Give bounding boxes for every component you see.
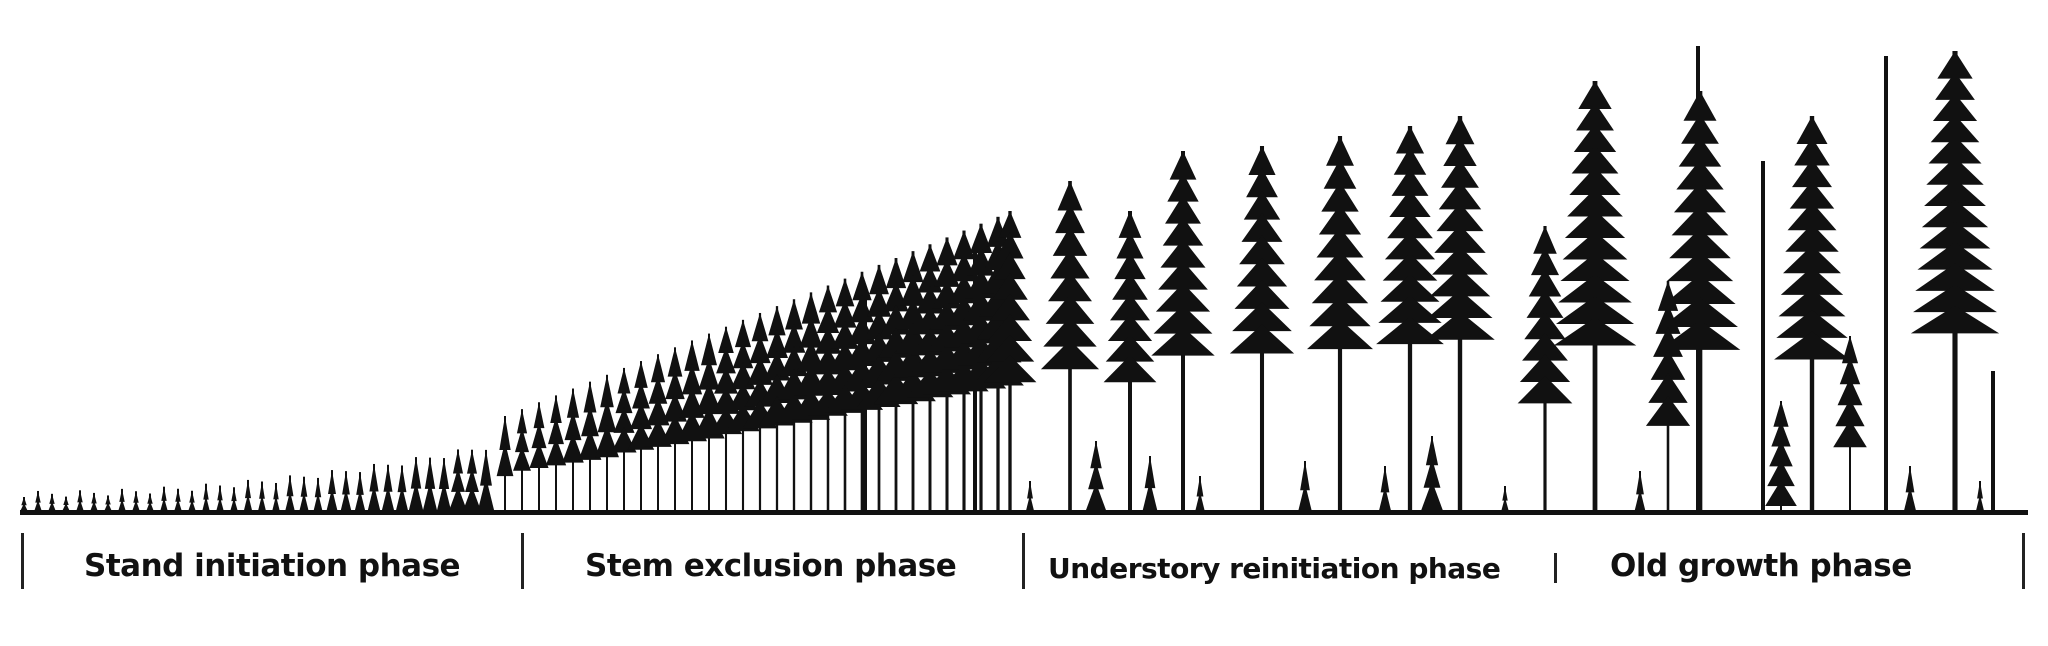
seedling bbox=[174, 488, 182, 512]
snag bbox=[1991, 371, 1995, 511]
phase-divider bbox=[521, 533, 524, 589]
seedling bbox=[367, 463, 381, 513]
snag bbox=[1408, 201, 1412, 511]
tree-group bbox=[20, 46, 2000, 514]
understory-tree bbox=[1025, 481, 1035, 513]
phase-label-understory-reinitiation: Understory reinitiation phase bbox=[1048, 552, 1501, 585]
phase-label-stem-exclusion: Stem exclusion phase bbox=[585, 548, 957, 584]
seedling bbox=[284, 475, 296, 513]
seedling bbox=[395, 465, 409, 513]
tree bbox=[513, 409, 531, 511]
understory-tree bbox=[1378, 466, 1392, 513]
understory-tree bbox=[1765, 401, 1797, 511]
understory-tree bbox=[1903, 466, 1917, 513]
snag bbox=[863, 291, 867, 511]
understory-tree bbox=[1975, 481, 1985, 513]
seedling bbox=[354, 472, 366, 513]
understory-tree bbox=[1194, 476, 1206, 513]
seedling bbox=[76, 490, 84, 512]
phase-divider bbox=[1554, 553, 1557, 583]
seedling bbox=[313, 477, 323, 513]
seedling bbox=[202, 483, 210, 512]
seedling bbox=[118, 488, 126, 512]
seedling bbox=[436, 458, 452, 513]
seedling bbox=[104, 495, 112, 512]
seedling bbox=[381, 464, 395, 513]
seedling bbox=[408, 457, 424, 513]
old-growth-tree bbox=[1833, 336, 1867, 511]
understory-tree bbox=[1297, 461, 1313, 513]
seedling bbox=[243, 479, 253, 513]
tree bbox=[595, 374, 619, 511]
phase-label-old-growth: Old growth phase bbox=[1610, 548, 1912, 584]
phase-label-stand-initiation: Stand initiation phase bbox=[84, 548, 461, 584]
tree bbox=[529, 402, 549, 511]
seedling bbox=[20, 497, 28, 512]
seedling bbox=[62, 496, 70, 512]
tall-tree bbox=[1040, 181, 1100, 511]
seedling bbox=[160, 486, 168, 512]
seedling bbox=[216, 485, 224, 512]
snag bbox=[1696, 46, 1700, 511]
tree bbox=[644, 354, 672, 511]
seedling bbox=[132, 491, 140, 512]
seedling bbox=[271, 482, 281, 512]
tree bbox=[496, 416, 514, 511]
tree bbox=[611, 367, 637, 511]
tree bbox=[545, 395, 567, 511]
seedling bbox=[477, 449, 495, 514]
phase-divider bbox=[1022, 533, 1025, 589]
old-growth-tree bbox=[1774, 116, 1850, 511]
old-growth-tree bbox=[1645, 281, 1691, 511]
ground-line bbox=[20, 510, 2028, 515]
understory-tree bbox=[1501, 486, 1509, 512]
snag bbox=[1884, 56, 1888, 511]
old-growth-tree bbox=[1910, 51, 2000, 511]
seedling bbox=[146, 493, 154, 512]
phase-divider bbox=[2022, 533, 2025, 589]
tall-tree bbox=[1151, 151, 1215, 511]
understory-tree bbox=[1142, 456, 1158, 513]
seedling bbox=[188, 490, 196, 512]
tall-tree bbox=[983, 211, 1037, 511]
snag bbox=[1761, 161, 1765, 511]
seedling bbox=[90, 492, 98, 512]
old-growth-tree bbox=[1553, 81, 1637, 511]
tree bbox=[578, 381, 602, 511]
tall-tree bbox=[1307, 136, 1373, 511]
seedling bbox=[422, 457, 438, 513]
tall-tree bbox=[1425, 116, 1495, 511]
seedling bbox=[340, 471, 352, 513]
seedling bbox=[326, 470, 338, 513]
phase-divider bbox=[21, 533, 24, 589]
seedling bbox=[257, 481, 267, 513]
understory-tree bbox=[1634, 471, 1646, 513]
tree bbox=[562, 388, 584, 511]
tall-tree bbox=[1229, 146, 1295, 511]
seedling bbox=[299, 476, 309, 513]
understory-tree bbox=[1085, 441, 1107, 511]
old-growth-tree bbox=[1517, 226, 1573, 511]
understory-tree bbox=[1421, 436, 1443, 511]
snag bbox=[973, 246, 977, 511]
seedling bbox=[463, 449, 481, 511]
seedling bbox=[230, 487, 238, 512]
seedling bbox=[34, 490, 42, 512]
seedling bbox=[449, 449, 467, 511]
seedling bbox=[48, 493, 56, 512]
snag bbox=[1128, 211, 1132, 511]
